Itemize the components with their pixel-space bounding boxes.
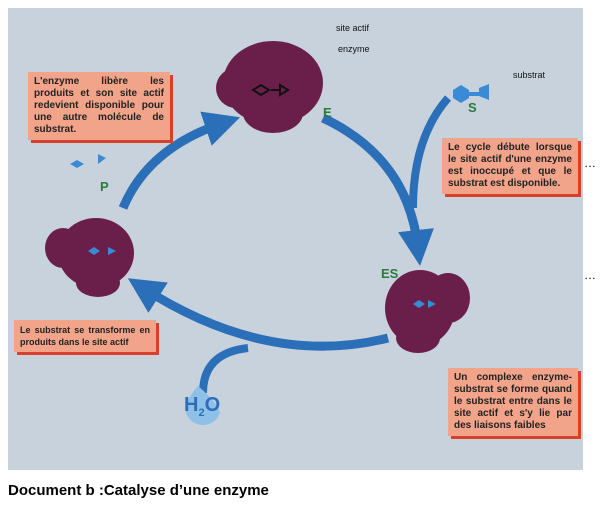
arrow-water-in (199, 344, 249, 394)
label-e: E (323, 105, 332, 120)
cycle-graphic (45, 41, 489, 426)
label-substrat: substrat (513, 70, 546, 80)
label-p: P (100, 179, 109, 194)
label-es: ES (381, 266, 399, 281)
step-4-box: L'enzyme libère les produits et son site… (28, 72, 170, 140)
label-site-actif: site actif (336, 23, 370, 33)
step-3-box: Le substrat se transforme en produits da… (14, 320, 156, 352)
figure-caption: Document b :Catalyse d’une enzyme (8, 482, 269, 499)
enzyme-substrate-complex (385, 270, 470, 353)
enzyme-with-products (45, 218, 134, 297)
sub-2: 2 (198, 407, 205, 419)
arrow-e-to-es (321, 113, 434, 266)
label-enzyme: enzyme (338, 44, 370, 54)
label-h2o: H2O (184, 394, 220, 419)
water-drop (185, 386, 220, 426)
ellipsis-mark: … (584, 268, 596, 282)
enzyme-e (216, 41, 323, 133)
step-1-box: Le cycle débute lorsque le site actif d'… (442, 138, 578, 194)
arrow-p-to-e (118, 111, 241, 210)
arrow-substrate-in (409, 95, 452, 209)
products-p (70, 154, 106, 168)
step-2-box: Un complexe enzyme-substrat se forme qua… (448, 368, 578, 436)
enzyme-cycle-figure: site actif enzyme substrat E S ES P H2O … (8, 8, 583, 470)
label-s: S (468, 100, 477, 115)
substrate-s (453, 84, 489, 103)
ellipsis-mark: … (584, 156, 596, 170)
o: O (204, 394, 221, 416)
h: H (184, 394, 199, 416)
arrow-es-to-p (127, 278, 390, 351)
